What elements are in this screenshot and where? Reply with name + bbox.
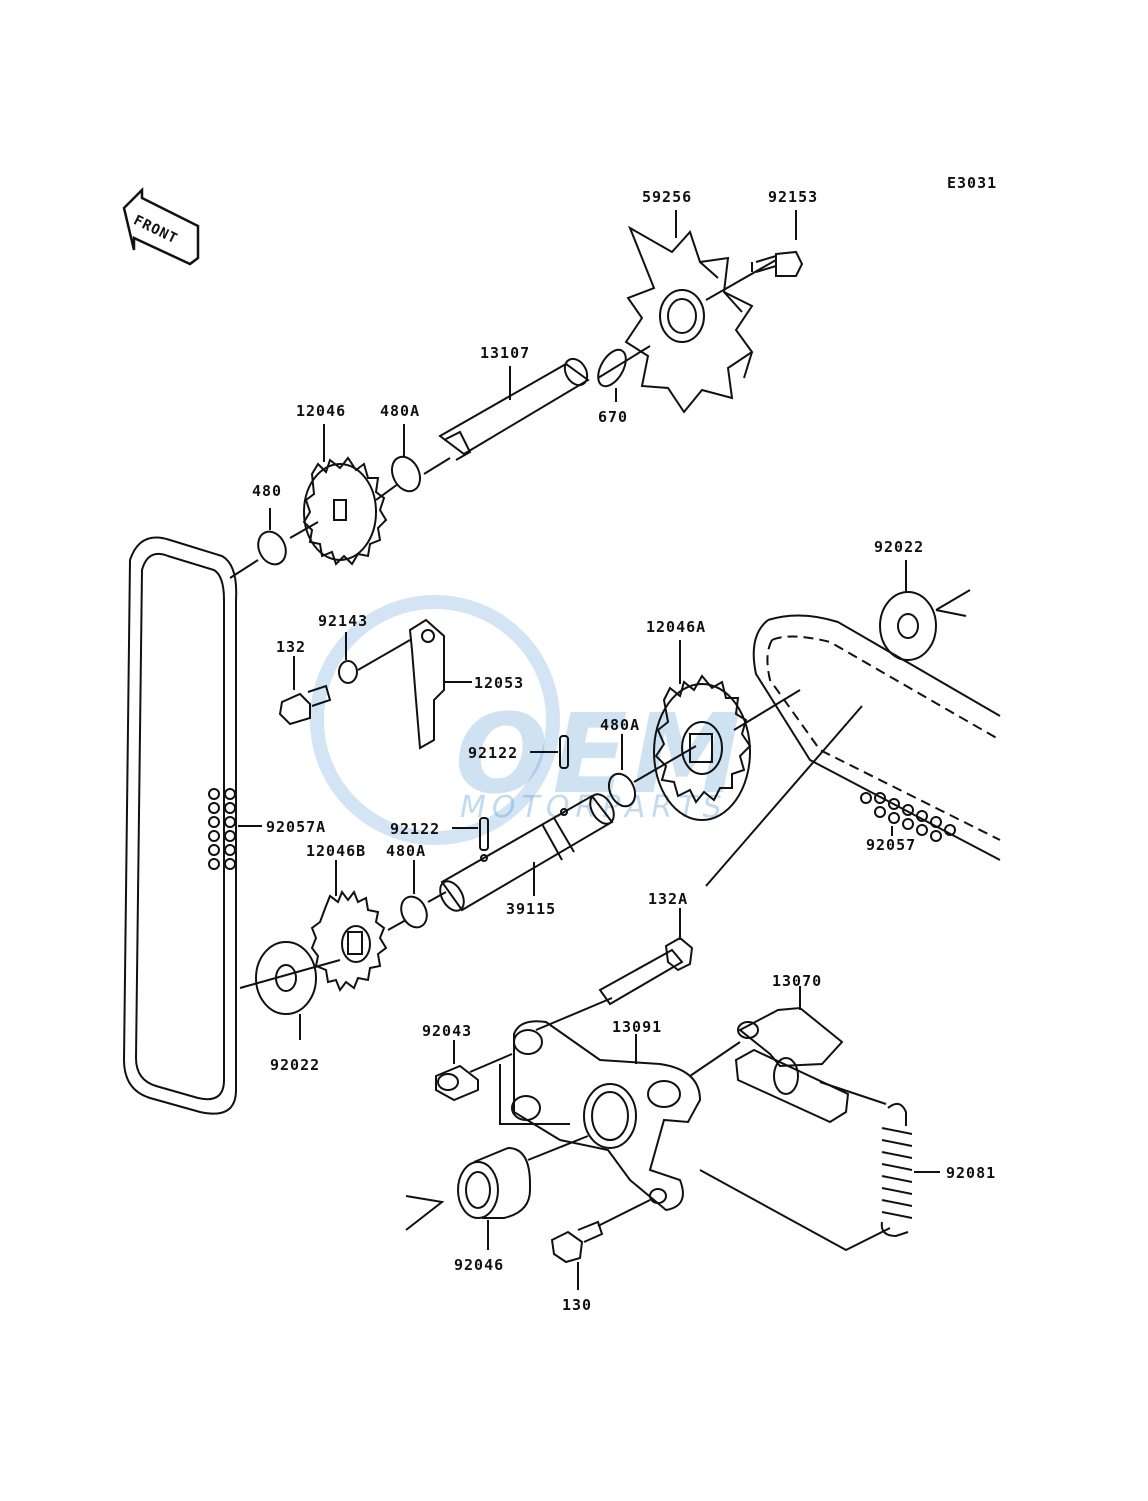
shaft-13107 xyxy=(438,357,590,461)
label-13107: 13107 xyxy=(480,344,531,362)
label-480A-low: 480A xyxy=(386,842,427,860)
sprocket-wheel-59256 xyxy=(624,225,754,414)
drive-chain-left xyxy=(122,536,238,1115)
washer-92022-right xyxy=(879,591,937,661)
label-670: 670 xyxy=(598,408,629,426)
bolt-132A xyxy=(598,936,694,1006)
circlip-480A-mid xyxy=(607,772,637,808)
label-12046B: 12046B xyxy=(306,842,367,860)
bolt-92153 xyxy=(751,250,804,277)
sprocket-12046A xyxy=(653,674,752,821)
collar-92043 xyxy=(435,1064,479,1102)
shaft-39115 xyxy=(439,793,615,912)
front-arrow-icon xyxy=(122,186,200,266)
label-480A-mid: 480A xyxy=(600,716,641,734)
label-480: 480 xyxy=(252,482,283,500)
bracket-13091 xyxy=(511,1020,702,1212)
circlip-480A-low xyxy=(400,895,428,929)
tensioner-12053 xyxy=(408,618,445,750)
label-13091: 13091 xyxy=(612,1018,663,1036)
label-12046: 12046 xyxy=(296,402,347,420)
bearing-92046 xyxy=(457,1146,531,1219)
drive-chain-right xyxy=(752,614,1001,861)
pin-92122-lower xyxy=(479,817,489,851)
label-92057A: 92057A xyxy=(266,818,327,836)
label-92046: 92046 xyxy=(454,1256,505,1274)
spring-92081 xyxy=(880,1102,913,1238)
label-92022-right: 92022 xyxy=(874,538,925,556)
ring-670 xyxy=(597,348,627,388)
label-59256: 59256 xyxy=(642,188,693,206)
circlip-480 xyxy=(257,530,287,566)
label-480A-top: 480A xyxy=(380,402,421,420)
label-12046A: 12046A xyxy=(646,618,707,636)
label-92057: 92057 xyxy=(866,836,917,854)
label-13070: 13070 xyxy=(772,972,823,990)
sprocket-12046 xyxy=(302,456,388,566)
label-92143: 92143 xyxy=(318,612,369,630)
label-92081: 92081 xyxy=(946,1164,997,1182)
label-92153: 92153 xyxy=(768,188,819,206)
bolt-130 xyxy=(550,1220,604,1264)
chain-link-92057A xyxy=(208,788,236,870)
label-132A: 132A xyxy=(648,890,689,908)
washer-92022-left xyxy=(255,941,317,1015)
label-132: 132 xyxy=(276,638,307,656)
sprocket-12046B xyxy=(310,889,388,993)
label-39115: 39115 xyxy=(506,900,557,918)
nut-92143 xyxy=(338,660,358,684)
label-12053: 12053 xyxy=(474,674,525,692)
label-92122-upper: 92122 xyxy=(468,744,519,762)
label-130: 130 xyxy=(562,1296,593,1314)
chain-link-92057 xyxy=(860,792,956,842)
diagram-code: E3031 xyxy=(947,174,998,192)
label-92022-left: 92022 xyxy=(270,1056,321,1074)
circlip-480A-top xyxy=(390,455,422,493)
label-92122-lower: 92122 xyxy=(390,820,441,838)
watermark-globe xyxy=(310,595,560,845)
pin-92122-upper xyxy=(559,735,569,769)
bolt-132 xyxy=(278,684,332,726)
slider-shoe-13070 xyxy=(734,1006,850,1124)
label-92043: 92043 xyxy=(422,1022,473,1040)
